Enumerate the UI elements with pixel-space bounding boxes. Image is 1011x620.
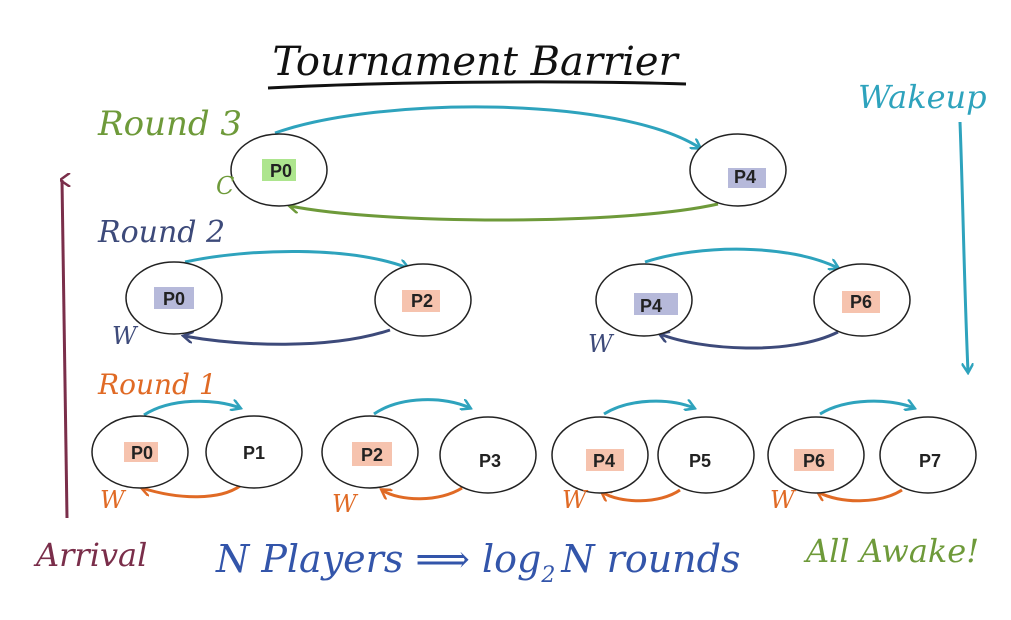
- node-label: P3: [479, 451, 501, 471]
- r2-node-p2: P2: [374, 263, 472, 337]
- r1a-w-mark: W: [100, 486, 127, 514]
- highlight: [794, 449, 834, 471]
- node-label: P7: [919, 451, 941, 471]
- highlight: [154, 287, 194, 309]
- r1-node-p0: P0: [91, 415, 189, 489]
- r1c-wakeup-arrow: [602, 488, 681, 503]
- round3-label: Round 3: [97, 104, 242, 144]
- node-label: P4: [734, 167, 756, 187]
- node-label: P0: [131, 443, 153, 463]
- round1-label: Round 1: [97, 368, 217, 401]
- r2a-arrive-arrow: [184, 250, 408, 268]
- r3-arrive-arrow: [274, 105, 700, 148]
- highlight: [124, 442, 158, 462]
- node-label: P4: [593, 451, 615, 471]
- title-underline: [267, 80, 687, 90]
- highlight: [842, 291, 880, 313]
- r1b-wakeup-arrow: [382, 486, 463, 501]
- node-label: P6: [850, 292, 872, 312]
- arrival-label: Arrival: [33, 536, 147, 574]
- r1d-w-mark: W: [770, 486, 797, 514]
- r1-node-p7: P7: [879, 416, 977, 494]
- r3-node-p4: P4: [689, 133, 787, 207]
- highlight: [586, 449, 624, 471]
- r1a-arrive-arrow: [143, 401, 240, 417]
- r2b-arrive-arrow: [644, 247, 838, 268]
- node-label: P2: [411, 291, 433, 311]
- r2-node-p6: P6: [813, 263, 911, 337]
- node-label: P0: [270, 161, 292, 181]
- r1-node-p6: P6: [767, 416, 865, 494]
- r2b-w-mark: W: [588, 330, 615, 358]
- r1-node-p4: P4: [551, 416, 649, 494]
- r1d-arrive-arrow: [819, 401, 914, 416]
- highlight: [352, 442, 392, 466]
- r1b-w-mark: W: [332, 490, 359, 518]
- formula-pre: N Players ⟹ log: [215, 537, 541, 581]
- r1c-w-mark: W: [562, 486, 589, 514]
- r1-node-p1: P1: [205, 415, 303, 489]
- r3-wakeup-arrow: [290, 204, 719, 222]
- formula-post: N rounds: [560, 537, 740, 581]
- r1a-wakeup-arrow: [142, 486, 241, 499]
- node-label: P2: [361, 445, 383, 465]
- winner-highlight: [262, 159, 296, 181]
- formula-subscript: 2: [540, 563, 555, 588]
- node-label: P5: [689, 451, 711, 471]
- page-title: Tournament Barrier: [272, 39, 680, 85]
- highlight: [728, 168, 766, 188]
- wakeup-arrow: [958, 121, 968, 372]
- wakeup-label: Wakeup: [858, 78, 987, 116]
- r2a-w-mark: W: [112, 322, 139, 350]
- r1-node-p2: P2: [321, 415, 419, 489]
- round3-c-mark: C: [216, 172, 234, 200]
- r1d-wakeup-arrow: [818, 488, 903, 503]
- highlight: [402, 290, 440, 312]
- r1-node-p3: P3: [439, 416, 537, 494]
- node-label: P0: [163, 289, 185, 309]
- arrival-arrow: [62, 180, 67, 519]
- r2-node-p0: P0: [125, 261, 223, 335]
- highlight: [634, 293, 678, 315]
- node-label: P1: [243, 443, 265, 463]
- round2-label: Round 2: [97, 215, 225, 250]
- r2a-wakeup-arrow: [184, 328, 391, 346]
- r1-node-p5: P5: [657, 416, 755, 494]
- r3-node-p0: P0: [230, 133, 328, 207]
- r2-node-p4: P4: [595, 263, 693, 337]
- all-awake-label: All Awake!: [803, 532, 979, 570]
- r1b-arrive-arrow: [373, 398, 470, 416]
- node-label: P4: [640, 296, 662, 316]
- node-label: P6: [803, 451, 825, 471]
- r1c-arrive-arrow: [603, 401, 694, 416]
- r2b-wakeup-arrow: [660, 332, 839, 350]
